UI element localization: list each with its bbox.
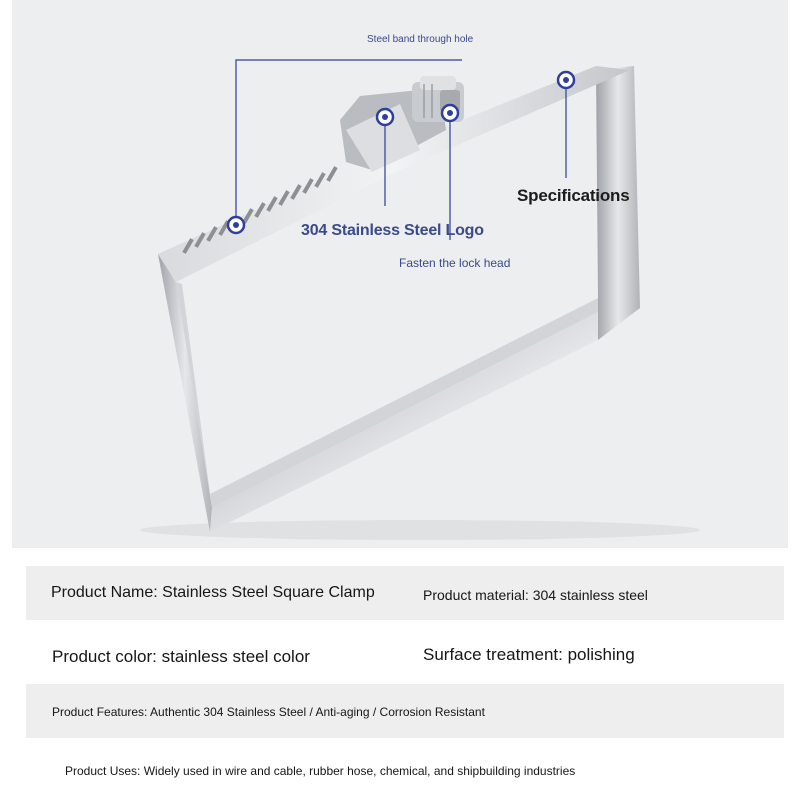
spec-row-2 [26, 620, 784, 684]
marker-dot-icon [226, 70, 576, 235]
clamp-illustration [140, 59, 700, 540]
annotation-specifications: Specifications [517, 186, 630, 205]
right-wall [596, 66, 640, 340]
floor-shadow [140, 520, 700, 540]
left-wall [158, 254, 212, 532]
product-uses: Product Uses: Widely used in wire and ca… [65, 764, 576, 778]
band-slots [182, 166, 338, 254]
product-color: Product color: stainless steel color [52, 647, 310, 666]
annotation-logo: 304 Stainless Steel Logo [301, 222, 484, 239]
product-name: Product Name: Stainless Steel Square Cla… [51, 584, 375, 601]
spec-row-3 [26, 684, 784, 738]
product-photo [12, 0, 788, 548]
bottom-wall [210, 312, 598, 532]
annotation-lock-head: Fasten the lock head [399, 256, 511, 270]
inner-band [176, 282, 598, 508]
product-material: Product material: 304 stainless steel [423, 587, 648, 603]
top-band [158, 66, 630, 282]
spec-row-4 [26, 738, 784, 800]
surface-treatment: Surface treatment: polishing [423, 645, 635, 664]
product-features: Product Features: Authentic 304 Stainles… [52, 705, 485, 719]
spec-row-1 [26, 566, 784, 620]
annotation-band-hole: Steel band through hole [367, 34, 474, 45]
lock-head [340, 76, 464, 172]
leader-lines [235, 59, 567, 240]
